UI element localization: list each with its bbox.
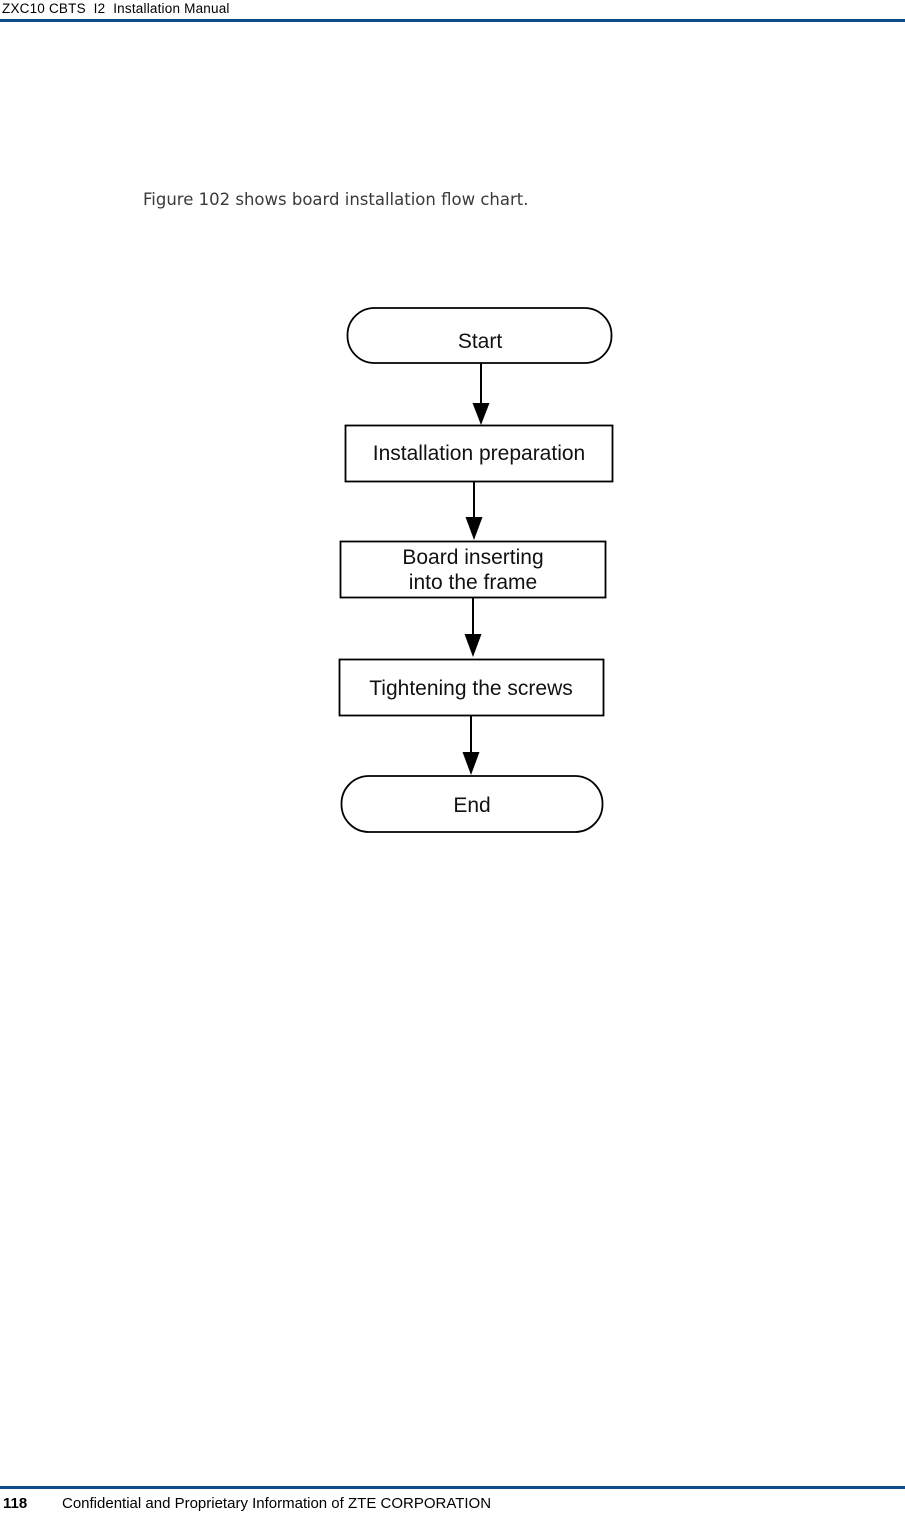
arrowhead-icon	[465, 517, 483, 540]
arrowhead-icon	[464, 634, 482, 657]
header-title: ZXC10 CBTS I2 Installation Manual	[2, 1, 230, 16]
board-inserting-label-line1: Board inserting	[402, 546, 543, 569]
arrow-preparation-to-inserting	[465, 481, 483, 540]
footer-confidentiality-text: Confidential and Proprietary Information…	[62, 1495, 492, 1512]
board-installation-flowchart: Start Installation preparation Board ins…	[338, 307, 614, 833]
flowchart-node-board-inserting: Board inserting into the frame	[339, 540, 607, 599]
footer-page-number: 118	[3, 1495, 28, 1512]
flowchart-node-end: End	[340, 775, 604, 833]
figure-caption: Figure 102 shows board installation flow…	[143, 190, 529, 209]
arrowhead-icon	[472, 403, 490, 425]
arrow-tightening-to-end	[462, 715, 480, 775]
arrowhead-icon	[462, 752, 480, 775]
footer-rule	[0, 1486, 905, 1489]
start-terminator-shape	[346, 307, 613, 364]
board-inserting-label-line2: into the frame	[409, 571, 537, 594]
arrow-start-to-preparation	[472, 363, 490, 425]
flowchart-node-installation-preparation: Installation preparation	[344, 424, 614, 483]
end-label: End	[453, 794, 490, 817]
flowchart-node-tightening-screws: Tightening the screws	[338, 658, 605, 717]
header-rule	[0, 19, 905, 22]
installation-preparation-label: Installation preparation	[373, 442, 585, 465]
end-terminator-shape	[340, 775, 604, 833]
tightening-screws-shape	[338, 658, 605, 717]
arrow-inserting-to-tightening	[464, 597, 482, 657]
start-label: Start	[458, 330, 503, 353]
tightening-screws-label: Tightening the screws	[369, 677, 573, 700]
flowchart-node-start: Start	[346, 307, 613, 364]
installation-preparation-shape	[344, 424, 614, 483]
